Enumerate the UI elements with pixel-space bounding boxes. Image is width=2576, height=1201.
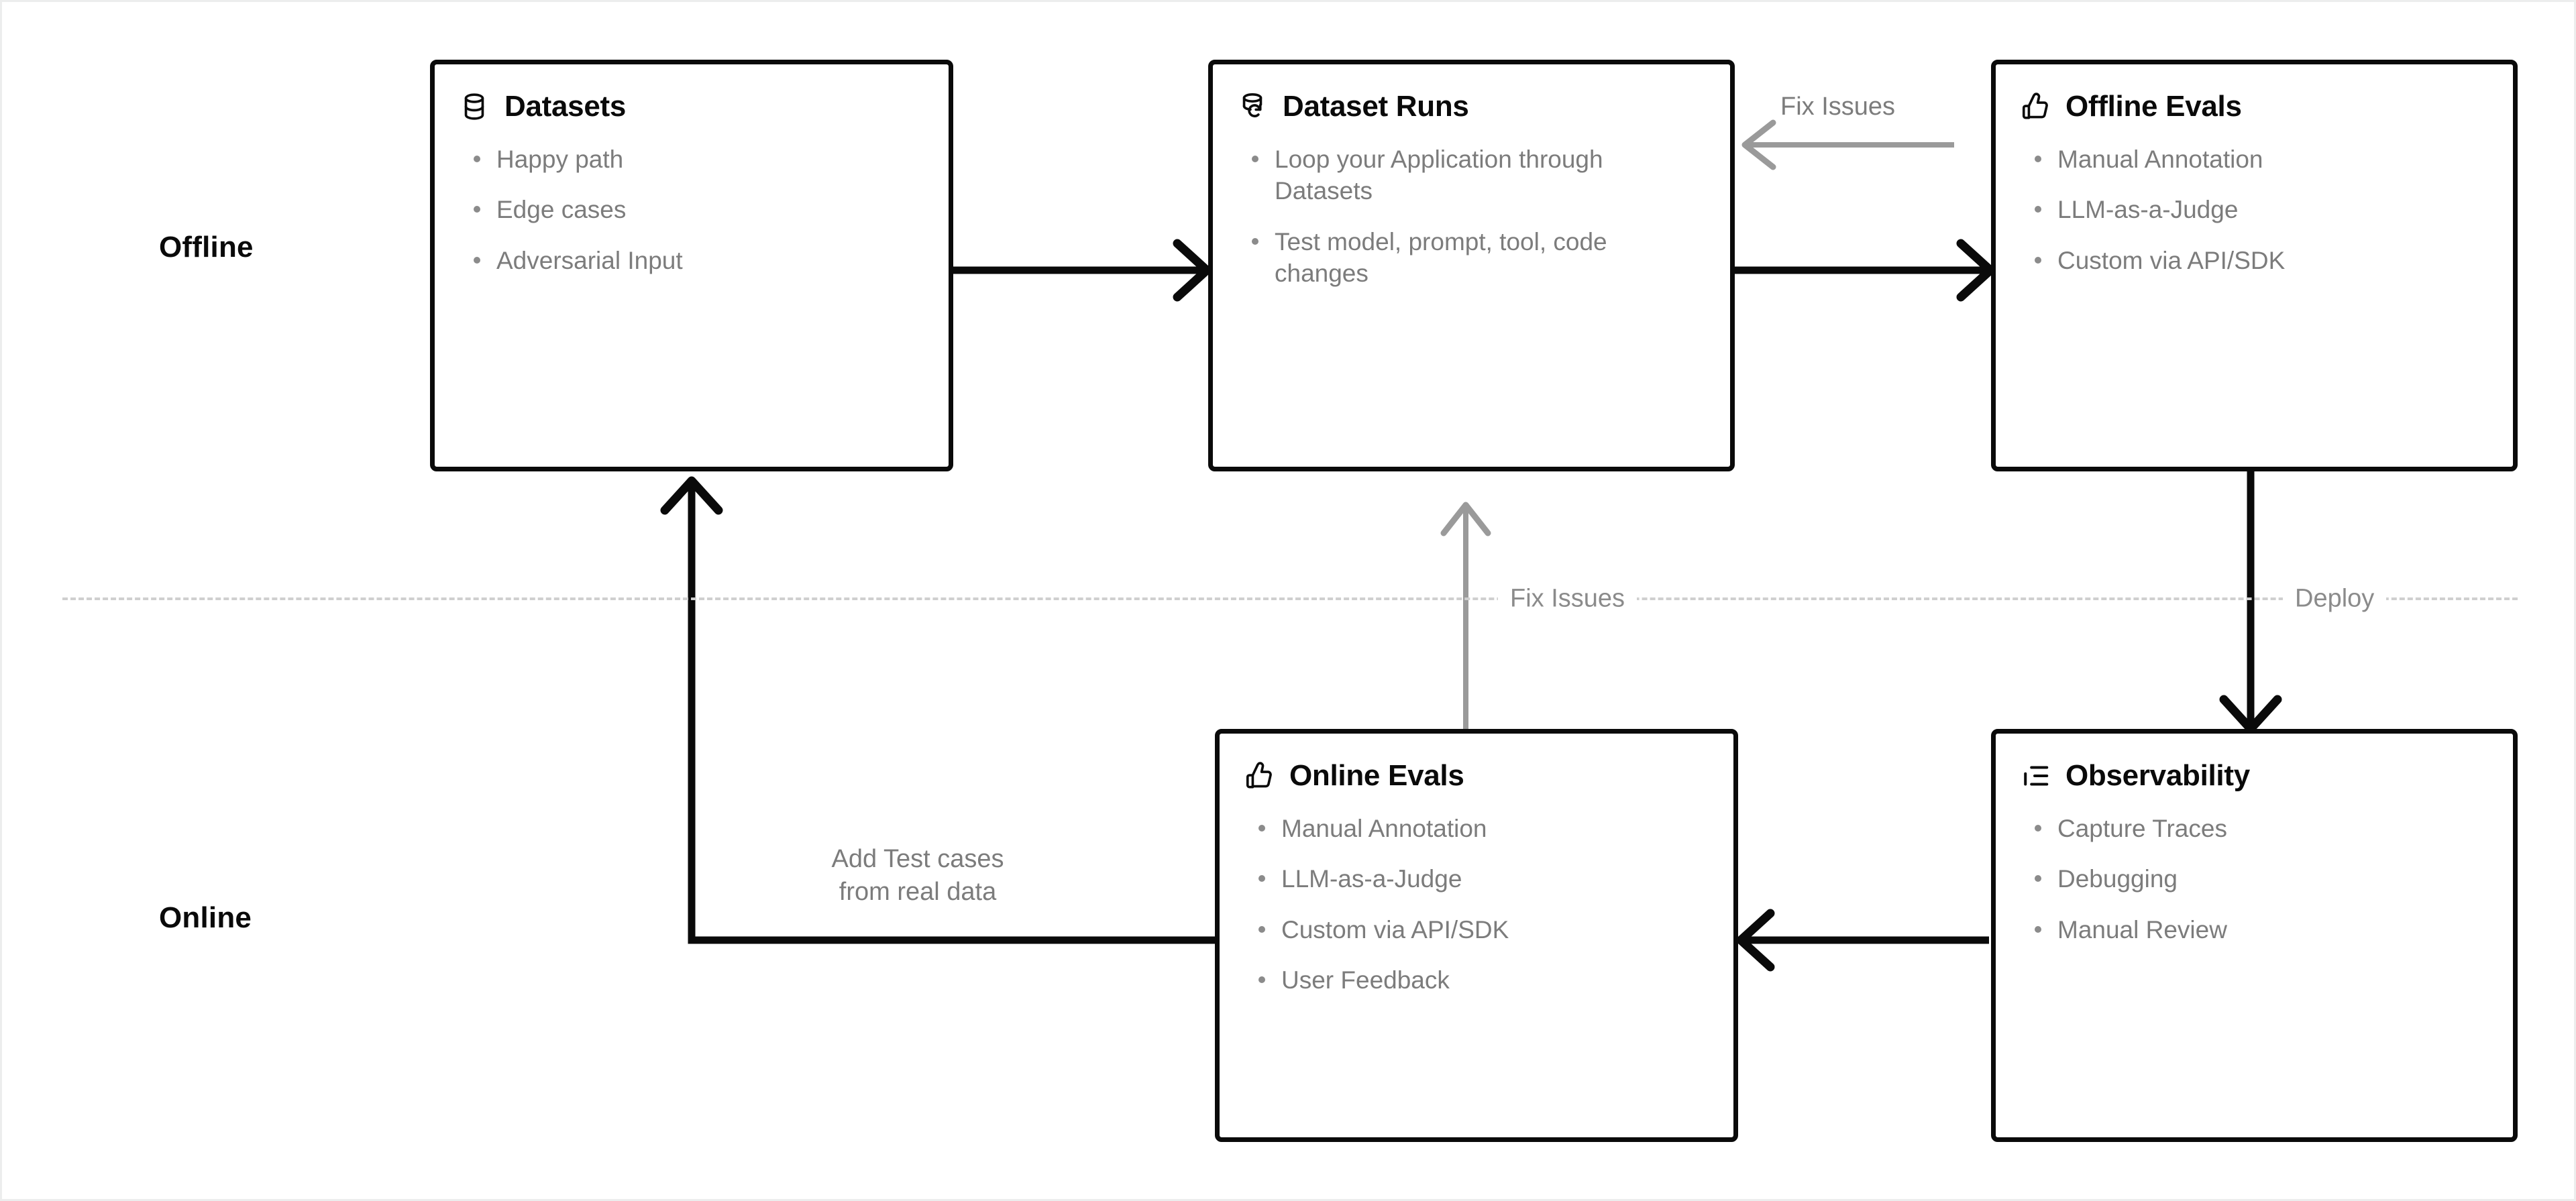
database-icon bbox=[464, 93, 484, 120]
arrow-fix-issues-middle bbox=[1440, 502, 1491, 730]
bullet-item: LLM-as-a-Judge bbox=[1256, 863, 1711, 895]
thumbs-up-icon bbox=[2022, 93, 2048, 119]
node-header: Online Evals bbox=[1220, 734, 1733, 793]
database-refresh-icon bbox=[1242, 93, 1263, 117]
node-title: Online Evals bbox=[1289, 759, 1464, 792]
node-bullet-list: Manual Annotation LLM-as-a-Judge Custom … bbox=[1996, 123, 2513, 276]
offline-online-divider bbox=[62, 597, 2518, 600]
bullet-item: User Feedback bbox=[1256, 964, 1711, 996]
node-offline-evals[interactable]: Offline Evals Manual Annotation LLM-as-a… bbox=[1991, 60, 2518, 471]
node-header: Observability bbox=[1996, 734, 2513, 793]
divider-label-fix-issues: Fix Issues bbox=[1498, 584, 1638, 614]
bullet-item: Debugging bbox=[2032, 863, 2490, 895]
connector-label-fix-issues-top: Fix Issues bbox=[1780, 93, 1896, 121]
node-bullet-list: Capture Traces Debugging Manual Review bbox=[1996, 793, 2513, 946]
node-online-evals[interactable]: Online Evals Manual Annotation LLM-as-a-… bbox=[1215, 729, 1738, 1142]
arrow-deploy bbox=[2219, 471, 2282, 734]
node-dataset-runs[interactable]: Dataset Runs Loop your Application throu… bbox=[1208, 60, 1735, 471]
bullet-item: Manual Review bbox=[2032, 914, 2490, 946]
bullet-item: Loop your Application through Datasets bbox=[1249, 144, 1707, 207]
bullet-item: LLM-as-a-Judge bbox=[2032, 194, 2490, 225]
node-observability[interactable]: Observability Capture Traces Debugging M… bbox=[1991, 729, 2518, 1142]
lane-label-offline: Offline bbox=[159, 231, 254, 264]
arrow-observability-to-online-evals bbox=[1736, 909, 1989, 972]
list-tree-icon bbox=[2024, 766, 2049, 786]
node-header: Offline Evals bbox=[1996, 64, 2513, 123]
node-bullet-list: Manual Annotation LLM-as-a-Judge Custom … bbox=[1220, 793, 1733, 996]
bullet-item: Happy path bbox=[471, 144, 926, 175]
bullet-item: Manual Annotation bbox=[1256, 813, 1711, 844]
bullet-item: Edge cases bbox=[471, 194, 926, 225]
node-header: Datasets bbox=[435, 64, 949, 123]
bullet-item: Test model, prompt, tool, code changes bbox=[1249, 226, 1707, 290]
node-title: Observability bbox=[2065, 759, 2250, 792]
thumbs-up-icon bbox=[1246, 762, 1272, 789]
bullet-item: Manual Annotation bbox=[2032, 144, 2490, 175]
bullet-item: Adversarial Input bbox=[471, 245, 926, 276]
bullet-item: Custom via API/SDK bbox=[1256, 914, 1711, 946]
node-header: Dataset Runs bbox=[1213, 64, 1730, 123]
bullet-item: Custom via API/SDK bbox=[2032, 245, 2490, 276]
arrow-fix-issues-top bbox=[1741, 119, 1954, 170]
node-title: Offline Evals bbox=[2065, 90, 2242, 123]
node-datasets[interactable]: Datasets Happy path Edge cases Adversari… bbox=[430, 60, 953, 471]
arrow-datasets-to-dataset-runs bbox=[953, 239, 1212, 302]
node-bullet-list: Loop your Application through Datasets T… bbox=[1213, 123, 1730, 289]
bullet-item: Capture Traces bbox=[2032, 813, 2490, 844]
lane-label-online: Online bbox=[159, 901, 252, 934]
divider-label-deploy: Deploy bbox=[2283, 584, 2387, 614]
node-title: Dataset Runs bbox=[1283, 90, 1469, 123]
node-bullet-list: Happy path Edge cases Adversarial Input bbox=[435, 123, 949, 276]
arrow-dataset-runs-to-offline-evals bbox=[1731, 239, 1995, 302]
node-title: Datasets bbox=[504, 90, 627, 123]
connector-label-add-test-cases: Add Test cases from real data bbox=[831, 845, 1004, 906]
